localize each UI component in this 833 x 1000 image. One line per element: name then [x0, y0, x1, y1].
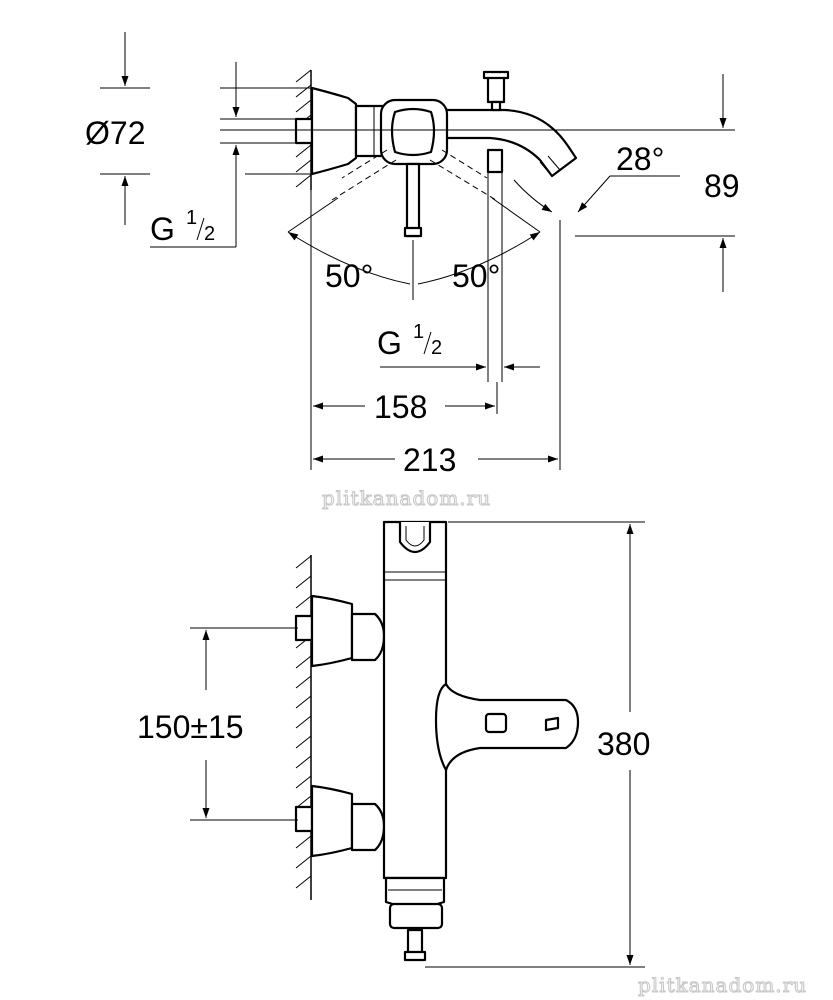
height-380-label: 380: [597, 726, 650, 762]
escutcheon-lower: [310, 784, 354, 858]
diverter-knob-top: [486, 74, 506, 104]
angle-right-label: 50°: [452, 258, 500, 294]
left-thread-label: G 1 2: [150, 207, 215, 247]
spout: [443, 108, 578, 178]
front-view: 150±15 380: [137, 520, 650, 968]
spout-angle-label: 28°: [616, 141, 664, 177]
height-89-label: 89: [704, 168, 740, 204]
top-view: Ø72 G 1 2 50° 50° 28° 89: [85, 32, 740, 478]
inlet-pipe-upper: [294, 614, 314, 642]
bottom-thread-label: G 1 2: [377, 321, 442, 361]
watermark-top: plitkanadom.ru: [322, 486, 491, 510]
angle-arc-left: [287, 231, 411, 285]
lever-stem: [405, 162, 421, 238]
angle-arc-right: [417, 231, 541, 285]
angle-left-label: 50°: [325, 258, 373, 294]
inlet-pipe-lower: [294, 805, 314, 833]
svg-text:2: 2: [431, 337, 442, 359]
diverter-stem: [406, 928, 424, 956]
lower-pipe-stub: [486, 148, 504, 174]
wall-hatching-front: [295, 555, 312, 900]
svg-text:1: 1: [186, 207, 197, 229]
diameter-label: Ø72: [85, 115, 145, 151]
watermark-bottom: plitkanadom.ru: [638, 973, 807, 997]
connector-upper: [350, 612, 386, 662]
dim-158-label: 158: [374, 389, 427, 425]
svg-text:1: 1: [413, 321, 424, 343]
connector-lower: [350, 802, 386, 852]
holder-slot: [398, 522, 432, 554]
bottom-cap: [388, 902, 444, 930]
wall-escutcheon-top: [310, 86, 358, 176]
inlet-pipe-top: [294, 117, 314, 145]
handle-inner: [390, 107, 436, 157]
spout-aerator: [484, 712, 508, 734]
escutcheon-upper: [310, 594, 354, 668]
bottom-knob: [384, 876, 446, 909]
spacing-dim-label: 150±15: [137, 709, 244, 745]
dim-213-label: 213: [403, 442, 456, 478]
svg-text:G: G: [377, 325, 402, 361]
svg-text:G: G: [150, 211, 175, 247]
svg-text:2: 2: [204, 223, 215, 245]
